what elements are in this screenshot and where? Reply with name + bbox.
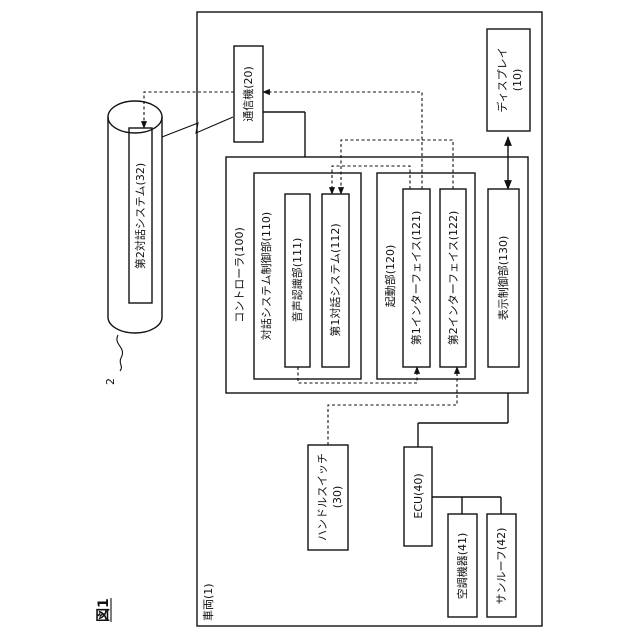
vehicle-label: 車両(1)	[201, 583, 215, 621]
speech-to-if1-dashed-arrow	[298, 367, 417, 383]
second-dialogue-system-label: 第2対話システム(32)	[133, 163, 147, 269]
if1-to-first-dialogue-dashed-arrow	[332, 166, 410, 194]
display-label: ディスプレイ	[495, 47, 509, 112]
sunroof-label: サンルーフ(42)	[495, 528, 508, 605]
handle-switch-label: ハンドルスイッチ	[316, 453, 329, 541]
first-interface-label: 第1インターフェイス(121)	[409, 211, 423, 346]
display-control-label: 表示制御部(130)	[496, 236, 510, 321]
starter-label: 起動部(120)	[383, 245, 397, 308]
display-ref: (10)	[511, 69, 524, 92]
handle-switch-ref: (30)	[331, 486, 344, 509]
figure-label: 図1	[96, 598, 112, 622]
if2-to-first-dialogue-dashed-arrow	[341, 140, 453, 194]
network-ref-wiggle	[117, 335, 123, 371]
ecu-label: ECU(40)	[412, 473, 425, 518]
controller-label: コントローラ(100)	[233, 227, 246, 323]
aircon-label: 空調機器(41)	[455, 533, 469, 600]
dialogue-control-label: 対話システム制御部(110)	[259, 212, 273, 340]
speech-recognition-label: 音声認識部(111)	[290, 238, 304, 323]
network-ref-number: 2	[104, 378, 117, 385]
comm-device-label: 通信機(20)	[241, 66, 255, 122]
first-dialogue-system-label: 第1対話システム(112)	[328, 223, 342, 336]
second-interface-label: 第2インターフェイス(122)	[446, 211, 460, 346]
